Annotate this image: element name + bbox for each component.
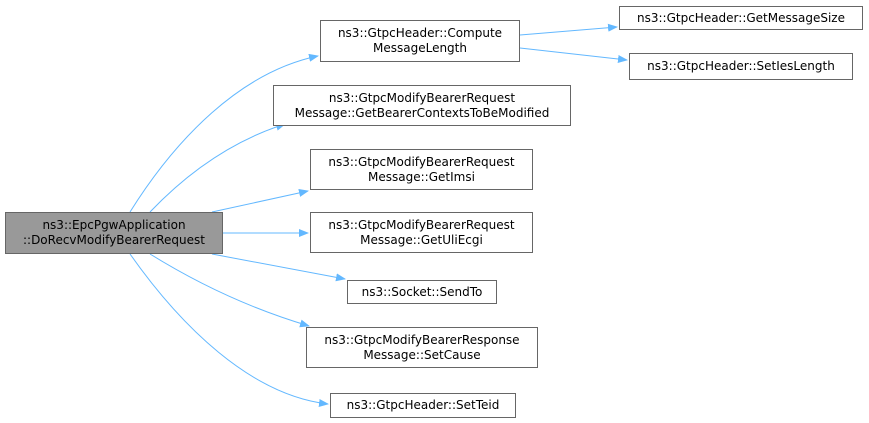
node-epcpgwapplication-dorecvmodifybearerrequest: ns3::EpcPgwApplication ::DoRecvModifyBea… bbox=[5, 212, 223, 254]
node-gtpcheader-setieslength[interactable]: ns3::GtpcHeader::SetIesLength bbox=[629, 53, 853, 80]
node-gtpcmodifybearerrequestmessage-getbearercontextstobemodified[interactable]: ns3::GtpcModifyBearerRequest Message::Ge… bbox=[273, 85, 571, 126]
edge-root-to-sendto bbox=[211, 253, 346, 282]
node-label-line: Message::GetBearerContextsToBeModified bbox=[294, 105, 550, 120]
node-label-line: ns3::GtpcModifyBearerResponse bbox=[324, 332, 520, 347]
node-label-line: ns3::GtpcHeader::GetMessageSize bbox=[637, 10, 845, 25]
node-label-line: Message::GetUliEcgi bbox=[360, 232, 483, 247]
node-label-line: ns3::GtpcHeader::SetTeid bbox=[346, 398, 500, 412]
node-label-line: ns3::GtpcModifyBearerRequest bbox=[328, 217, 515, 232]
node-label-line: ns3::GtpcHeader::SetIesLength bbox=[647, 59, 835, 73]
node-label-line: Message::SetCause bbox=[363, 347, 481, 362]
node-label-line: ns3::GtpcHeader::Compute bbox=[337, 26, 503, 40]
node-gtpcheader-getmessagesize[interactable]: ns3::GtpcHeader::GetMessageSize bbox=[619, 6, 863, 30]
node-label-line: ns3::EpcPgwApplication bbox=[42, 218, 186, 232]
edge-root-to-getimsi bbox=[211, 189, 309, 213]
node-label-line: Message::GetImsi bbox=[368, 169, 475, 184]
node-gtpcmodifybearerrequestmessage-getuliecgi[interactable]: ns3::GtpcModifyBearerRequest Message::Ge… bbox=[310, 212, 533, 253]
node-gtpcmodifybearerresponsemessage-setcause[interactable]: ns3::GtpcModifyBearerResponse Message::S… bbox=[306, 327, 538, 368]
node-label-line: ns3::GtpcModifyBearerRequest bbox=[328, 154, 515, 169]
node-label-line: ns3::Socket::SendTo bbox=[361, 284, 483, 299]
edge-compute-to-setieslen bbox=[519, 47, 628, 63]
node-socket-sendto[interactable]: ns3::Socket::SendTo bbox=[347, 280, 497, 304]
edge-root-to-setcause bbox=[149, 253, 310, 328]
edge-root-to-compute bbox=[129, 53, 319, 213]
node-label-line: ns3::GtpcModifyBearerRequest bbox=[328, 90, 516, 105]
edge-root-to-getbearerctx bbox=[149, 122, 286, 213]
node-label-line: MessageLength bbox=[373, 41, 467, 55]
node-gtpcheader-setteid[interactable]: ns3::GtpcHeader::SetTeid bbox=[330, 393, 516, 418]
node-gtpcmodifybearerrequestmessage-getimsi[interactable]: ns3::GtpcModifyBearerRequest Message::Ge… bbox=[310, 149, 533, 190]
edge-root-to-setteid bbox=[129, 253, 329, 407]
node-gtpcheader-computemessagelength[interactable]: ns3::GtpcHeader::Compute MessageLength bbox=[320, 20, 520, 62]
node-label-line: ::DoRecvModifyBearerRequest bbox=[22, 233, 205, 247]
edge-compute-to-getmsgsize bbox=[519, 23, 618, 36]
